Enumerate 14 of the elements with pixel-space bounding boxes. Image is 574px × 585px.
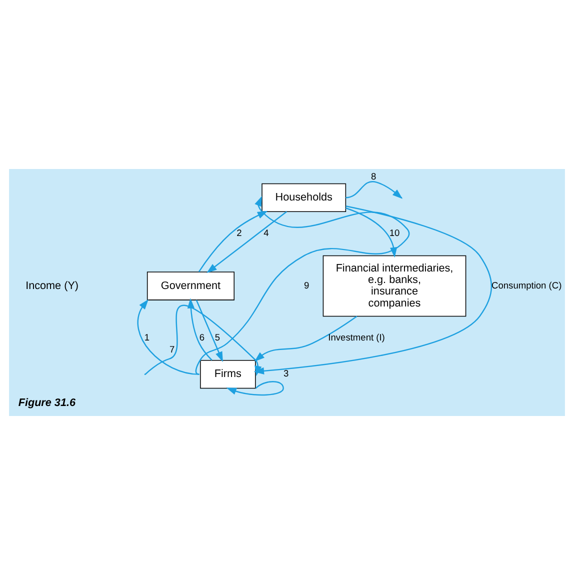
edge-label: 1 <box>144 332 150 343</box>
edge-label: 2 <box>236 228 242 238</box>
edge-label: 4 <box>264 228 269 238</box>
edge-label: Consumption (C) <box>492 280 562 290</box>
edge-label: 3 <box>283 368 289 379</box>
label: Income (Y) <box>26 280 79 292</box>
edge-label: 5 <box>214 332 220 343</box>
edge-label: 6 <box>199 332 205 343</box>
caption: Figure 31.6 <box>18 397 76 410</box>
edge-label: 8 <box>370 172 376 182</box>
edge-label: Investment (I) <box>328 332 385 343</box>
edge-label: 9 <box>304 280 310 290</box>
edge-label: 7 <box>170 344 175 354</box>
edge-label: 10 <box>389 228 400 238</box>
